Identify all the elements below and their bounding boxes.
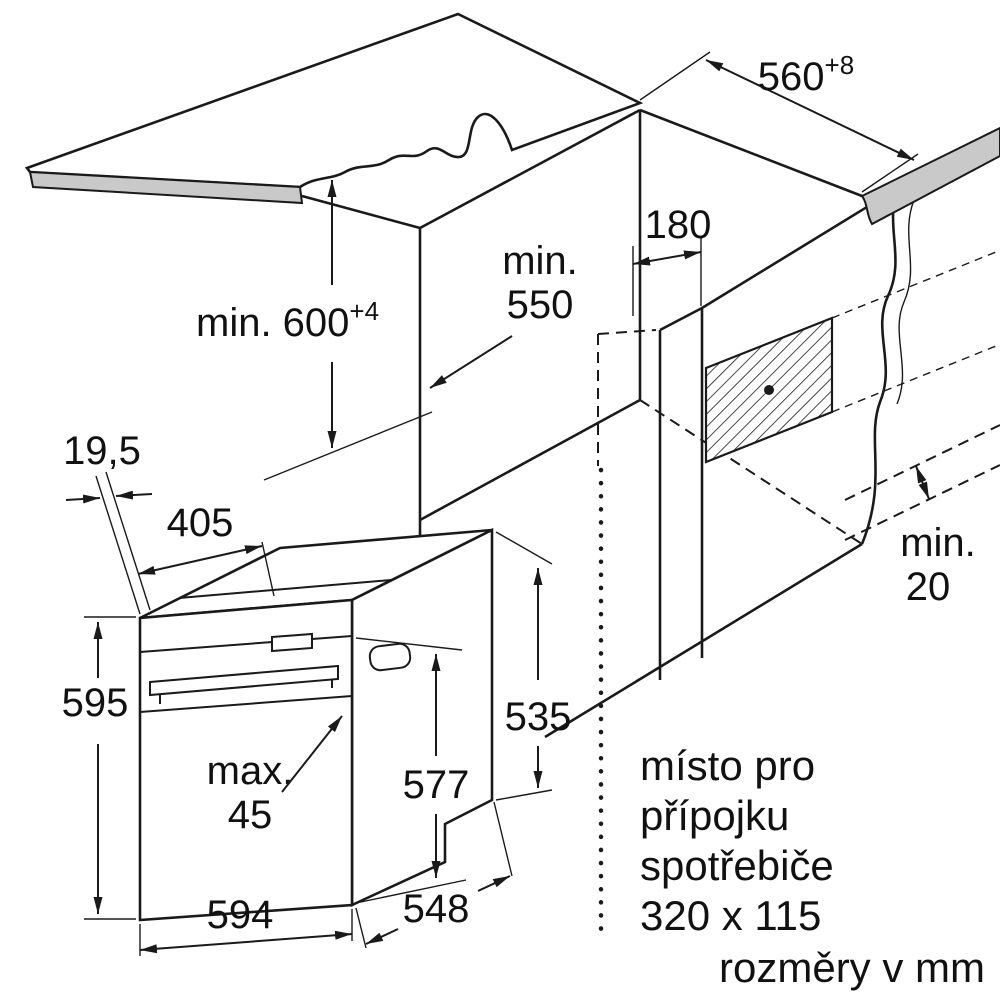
dim-600-label: min. 600+4 — [196, 296, 379, 345]
dim-548-line-left — [365, 928, 399, 945]
dim-niche-depth: 560+8 — [639, 50, 919, 193]
niche-opening — [418, 108, 642, 522]
door-handle — [149, 664, 339, 697]
control-panel-line — [139, 635, 353, 653]
dim-405-line — [137, 545, 263, 575]
niche-interior-dashed — [597, 329, 657, 466]
worktop — [24, 12, 644, 205]
dim-594-label: 594 — [207, 893, 274, 937]
dim-niche-min-height: min. 600+4 — [196, 180, 433, 481]
dim-550-prefix: min. — [502, 239, 578, 283]
dim-oven-width: 594 — [139, 893, 353, 956]
torn-strip — [860, 126, 1000, 226]
niche-hidden-bottom-edge — [639, 399, 863, 545]
dim-550-label: 550 — [507, 283, 574, 327]
dim-195-ext — [95, 471, 151, 615]
handle-posts — [159, 679, 333, 704]
dim-connection-offset: 180 — [632, 203, 712, 316]
dim-535-ext — [495, 531, 553, 801]
dim-535-label: 535 — [505, 695, 572, 739]
connection-note-line-3: spotřebiče — [640, 842, 834, 889]
dim-20-line — [915, 465, 930, 500]
dim-594-line — [139, 930, 353, 954]
dim-rear-height: 535 — [495, 531, 572, 801]
vent-dashed-extensions — [831, 251, 997, 413]
dim-600-ref-line — [263, 411, 433, 481]
connection-note-line-2: přípojku — [640, 792, 789, 839]
display-window — [271, 632, 313, 653]
rear-panel-torn-edge — [860, 187, 900, 545]
dim-577-ext — [355, 637, 467, 904]
dim-180-label: 180 — [645, 203, 712, 247]
dim-45-label: 45 — [228, 793, 273, 837]
rear-panel — [544, 126, 1000, 739]
dim-oven-height: 595 — [62, 616, 136, 920]
side-vent-detail — [368, 642, 412, 672]
dim-550-leader — [429, 335, 513, 389]
door-top-line — [139, 695, 353, 713]
dim-560-ext — [639, 51, 919, 193]
dim-niche-min-depth: min. 550 — [429, 239, 578, 389]
dim-195-arrow-left — [65, 494, 101, 504]
dim-front-overhang: 19,5 — [63, 429, 153, 615]
dim-560-line — [705, 59, 915, 161]
dim-548-ext — [355, 801, 513, 949]
rear-panel-torn-edge-2 — [896, 199, 915, 405]
dim-top-depth: 405 — [137, 501, 275, 597]
dim-body-height: 577 — [355, 637, 470, 904]
dim-577-label: 577 — [403, 763, 470, 807]
dim-20-label: 20 — [906, 565, 951, 609]
dim-oven-depth: 548 — [355, 801, 513, 949]
worktop-top-surface — [24, 12, 644, 189]
dim-595-label: 595 — [62, 681, 129, 725]
rear-panel-edges — [544, 186, 899, 739]
dim-rear-gap: min. 20 — [900, 465, 976, 609]
connection-note: místo pro přípojku spotřebiče 320 x 115 — [640, 742, 834, 939]
dim-45-leader — [281, 715, 343, 793]
dim-20-prefix: min. — [900, 521, 976, 565]
units-note: rozměry v mm — [719, 944, 985, 991]
oven — [138, 527, 494, 922]
oven-top-inner-line — [178, 579, 392, 599]
dim-45-prefix: max. — [207, 749, 294, 793]
dim-180-line — [632, 250, 702, 266]
connection-note-line-4: 320 x 115 — [640, 892, 821, 939]
connection-note-line-1: místo pro — [640, 742, 815, 789]
dim-405-ext — [261, 541, 275, 597]
dim-195-arrow-right — [115, 490, 153, 500]
dim-548-line-right — [477, 875, 511, 892]
dim-548-label: 548 — [403, 887, 470, 931]
dim-handle-max: max. 45 — [207, 715, 343, 837]
worktop-front-edge — [28, 170, 304, 205]
wall-dashed-lines — [844, 424, 1000, 541]
dim-405-label: 405 — [167, 501, 234, 545]
vent-center-dot — [764, 385, 774, 395]
dim-195-label: 19,5 — [63, 429, 141, 473]
dim-595-ext — [84, 616, 136, 920]
dim-560-label: 560+8 — [758, 50, 854, 99]
